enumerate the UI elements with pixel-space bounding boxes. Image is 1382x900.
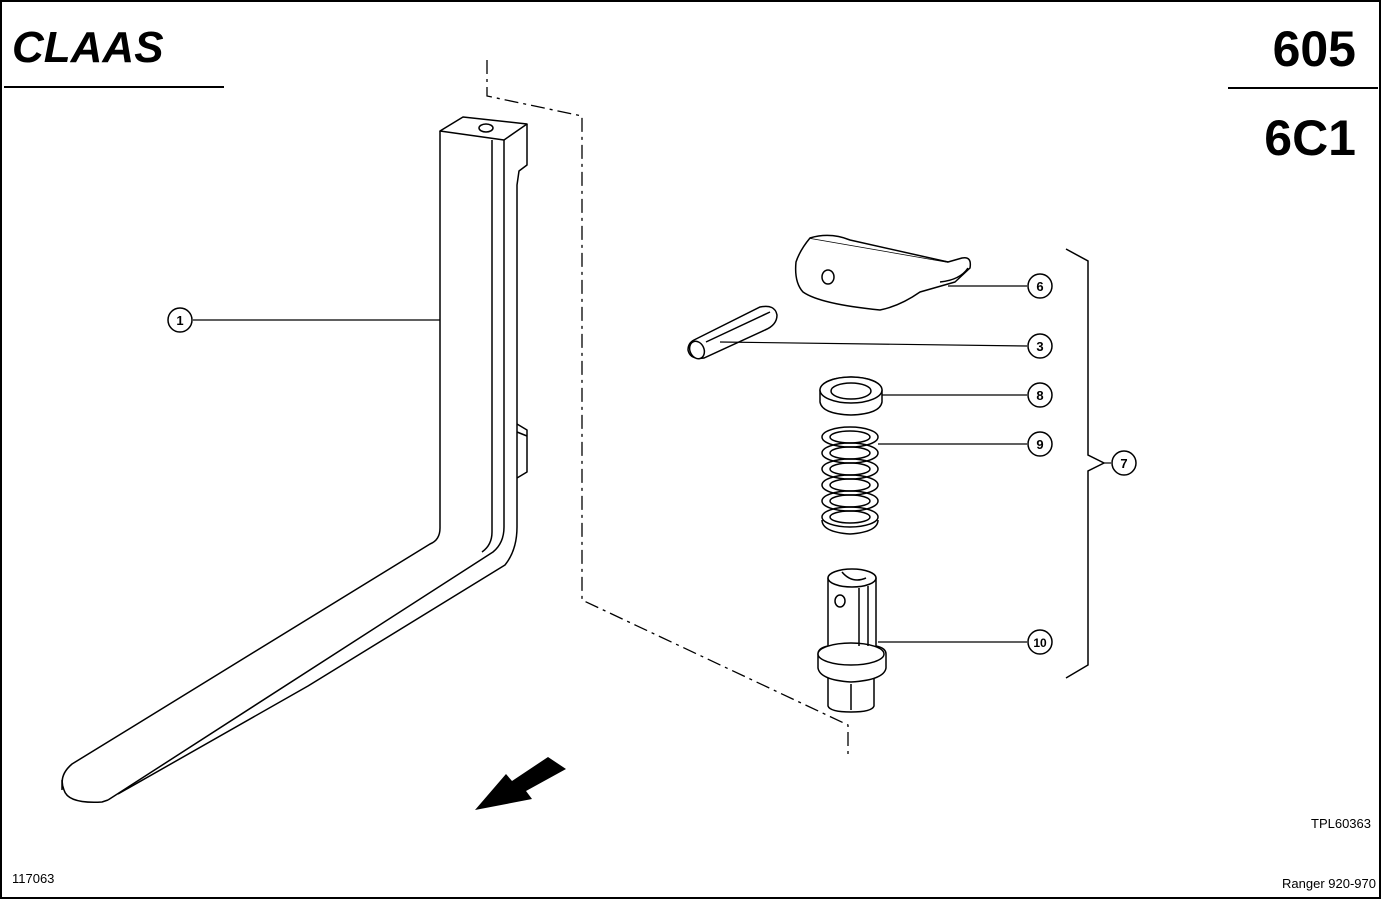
- document-code: 117063: [12, 871, 54, 886]
- svg-text:6: 6: [1036, 279, 1043, 294]
- direction-arrow-icon: [475, 757, 566, 810]
- fork-tine-part: [61, 116, 528, 803]
- roll-pin-part: [687, 305, 778, 360]
- callout-9: 9: [1027, 431, 1053, 457]
- svg-text:3: 3: [1036, 339, 1043, 354]
- callout-10: 10: [1027, 629, 1053, 655]
- callout-1: 1: [167, 307, 193, 333]
- svg-text:10: 10: [1033, 636, 1047, 650]
- brand-logo: CLAAS: [12, 23, 164, 72]
- assembly-bracket: [1065, 248, 1106, 679]
- svg-text:8: 8: [1036, 388, 1043, 403]
- bolt-part: [817, 568, 887, 713]
- latch-part: [794, 234, 972, 311]
- leader-lines: [193, 285, 1111, 643]
- washer-part: [819, 376, 883, 416]
- assembly-dash-line: [486, 60, 849, 755]
- page-number: 605: [1273, 21, 1356, 77]
- spring-part: [821, 426, 879, 535]
- group-code: 6C1: [1264, 110, 1356, 166]
- callout-6: 6: [1027, 273, 1053, 299]
- callout-7: 7: [1111, 450, 1137, 476]
- model-range: Ranger 920-970: [1282, 876, 1376, 891]
- svg-text:7: 7: [1120, 456, 1127, 471]
- svg-text:9: 9: [1036, 437, 1043, 452]
- callout-3: 3: [1027, 333, 1053, 359]
- drawing-reference: TPL60363: [1311, 816, 1371, 831]
- svg-text:1: 1: [176, 313, 183, 328]
- callout-8: 8: [1027, 382, 1053, 408]
